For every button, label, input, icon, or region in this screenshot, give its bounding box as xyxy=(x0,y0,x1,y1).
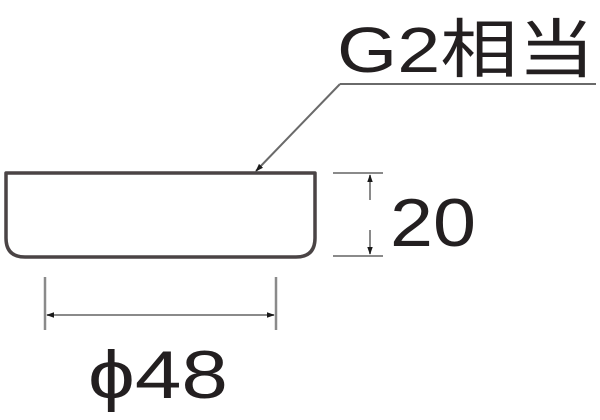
height-dimension xyxy=(333,172,383,257)
diameter-dimension xyxy=(43,277,278,330)
diameter-label: ϕ48 xyxy=(88,337,228,413)
thread-label: G2相当 xyxy=(337,14,595,86)
leader-diagonal xyxy=(255,83,341,172)
height-label: 20 xyxy=(390,185,476,261)
cap-outline xyxy=(4,171,317,259)
thread-leader xyxy=(255,83,596,172)
